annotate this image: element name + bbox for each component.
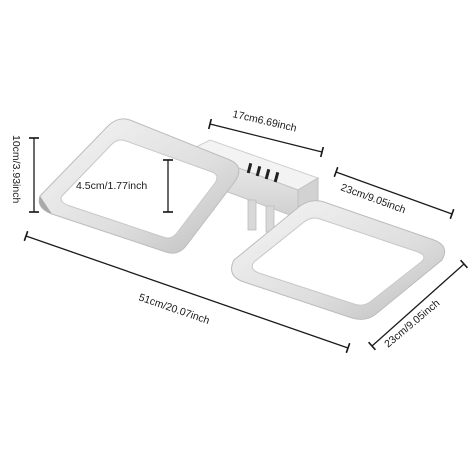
vent-slots — [246, 162, 280, 183]
dimension-right-frame-width: 23cm/9.05inch — [333, 166, 455, 220]
right-square-frame — [231, 200, 446, 320]
dimension-height-left: 10cm/3.93inch — [10, 135, 40, 213]
label-top-width: 17cm6.69inch — [231, 108, 298, 134]
label-bracket-height: 4.5cm/1.77inch — [76, 180, 147, 192]
dimension-bracket-height: 4.5cm/1.77inch — [76, 159, 174, 213]
left-square-frame — [38, 118, 240, 254]
label-height-left: 10cm/3.93inch — [10, 135, 22, 203]
label-right-frame-depth: 23cm/9.05inch — [382, 297, 442, 350]
